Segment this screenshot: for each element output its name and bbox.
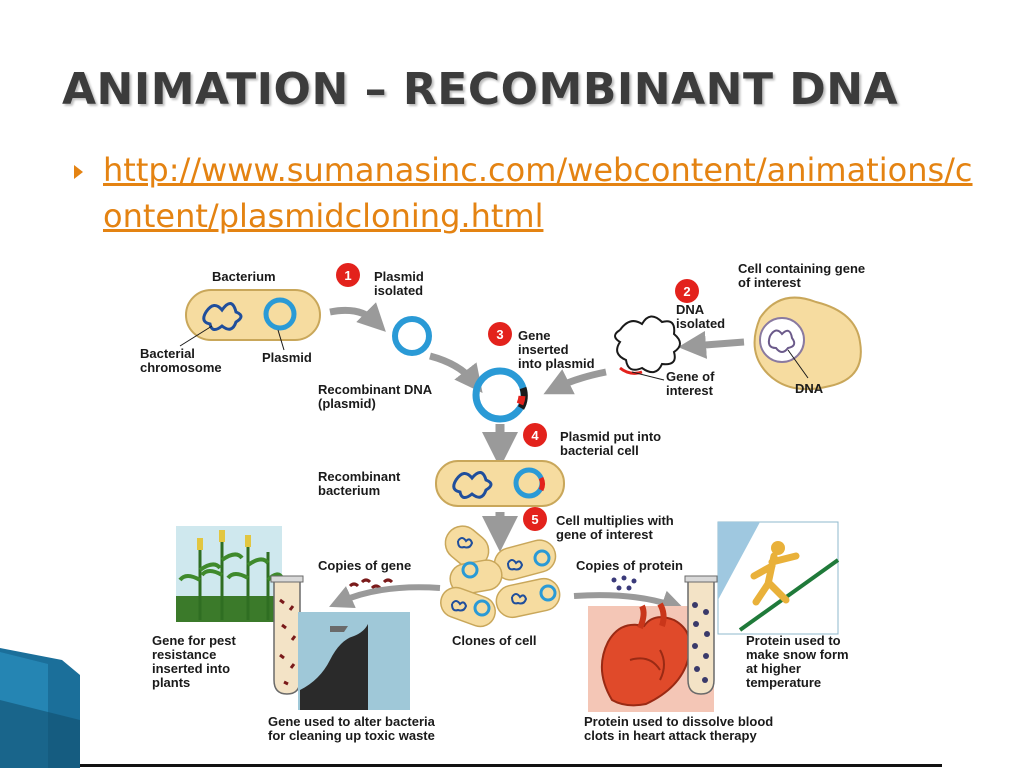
protein-test-tube: [684, 575, 718, 695]
arrow-to-protein-uses: [573, 590, 686, 614]
label-pest-3: inserted into: [152, 661, 230, 676]
label-recombinant-bacterium-2: bacterium: [318, 483, 380, 498]
label-cell-gene-2: of interest: [738, 275, 802, 290]
corn-plants-picture: [176, 526, 284, 622]
skier-picture: [717, 521, 840, 635]
label-gene-of-interest-2: interest: [666, 383, 714, 398]
label-recombinant-dna-2: (plasmid): [318, 396, 376, 411]
isolated-plasmid: [392, 316, 432, 356]
label-snow-4: temperature: [746, 675, 821, 690]
label-toxic-2: for cleaning up toxic waste: [268, 728, 435, 743]
bacterium-cell: [185, 289, 321, 341]
label-copies-of-gene: Copies of gene: [318, 558, 411, 573]
animation-link[interactable]: http://www.sumanasinc.com/webcontent/ani…: [103, 151, 973, 235]
label-copies-of-protein: Copies of protein: [576, 558, 683, 573]
label-bacterium: Bacterium: [212, 269, 276, 284]
label-blood-2: clots in heart attack therapy: [584, 728, 757, 743]
label-snow-1: Protein used to: [746, 633, 841, 648]
bullet-arrow-icon: [74, 165, 83, 179]
label-snow-2: make snow form: [746, 647, 849, 662]
label-snow-3: at higher: [746, 661, 801, 676]
arrow-step-3-right: [543, 368, 607, 395]
label-bacterial-chromosome-1: Bacterial: [140, 346, 195, 361]
label-recombinant-bacterium-1: Recombinant: [318, 469, 401, 484]
step-3-line-2: inserted: [518, 342, 569, 357]
label-toxic-1: Gene used to alter bacteria: [268, 714, 436, 729]
step-1-line-1: Plasmid: [374, 269, 424, 284]
label-gene-of-interest-1: Gene of: [666, 369, 715, 384]
protein-copies: [611, 575, 637, 591]
arrow-to-gene-uses: [329, 584, 441, 609]
label-recombinant-dna-1: Recombinant DNA: [318, 382, 433, 397]
label-pest-4: plants: [152, 675, 190, 690]
recombinant-plasmid: [472, 367, 528, 423]
step-3-line-3: into plasmid: [518, 356, 595, 371]
label-pest-1: Gene for pest: [152, 633, 236, 648]
step-5-line-1: Cell multiplies with: [556, 513, 674, 528]
recombinant-dna-diagram: Bacterium Bacterial chromosome Plasmid 1…: [140, 261, 865, 743]
step-number-2: 2: [683, 284, 690, 299]
step-number-5: 5: [531, 512, 538, 527]
step-1-line-2: isolated: [374, 283, 423, 298]
arrow-step-1: [329, 302, 386, 332]
step-4-line-1: Plasmid put into: [560, 429, 661, 444]
label-blood-1: Protein used to dissolve blood: [584, 714, 773, 729]
arrow-step-3-left: [429, 352, 483, 394]
bacteria-test-tube: [270, 575, 304, 695]
slide-title: ANIMATION – RECOMBINANT DNA: [62, 64, 899, 115]
step-badge-2: 2: [675, 279, 699, 303]
label-cell-gene-1: Cell containing gene: [738, 261, 865, 276]
label-bacterial-chromosome-2: chromosome: [140, 360, 222, 375]
step-3-line-1: Gene: [518, 328, 551, 343]
recombinant-bacterium: [435, 460, 565, 507]
arrow-step-2: [678, 330, 745, 359]
step-badge-1: 1: [336, 263, 360, 287]
step-number-1: 1: [344, 268, 351, 283]
label-clones-of-cell: Clones of cell: [452, 633, 537, 648]
step-number-4: 4: [531, 428, 539, 443]
step-4-line-2: bacterial cell: [560, 443, 639, 458]
toxic-waste-picture: [298, 612, 410, 710]
label-pest-2: resistance: [152, 647, 216, 662]
step-badge-3: 3: [488, 322, 512, 346]
cell-clones: [440, 525, 561, 628]
step-2-line-1: DNA: [676, 302, 705, 317]
label-dna: DNA: [795, 381, 824, 396]
step-5-line-2: gene of interest: [556, 527, 653, 542]
step-badge-4: 4: [523, 423, 547, 447]
step-2-line-2: isolated: [676, 316, 725, 331]
donor-cell: [753, 296, 862, 391]
label-plasmid: Plasmid: [262, 350, 312, 365]
step-number-3: 3: [496, 327, 503, 342]
step-badge-5: 5: [523, 507, 547, 531]
isolated-dna: [614, 315, 681, 374]
